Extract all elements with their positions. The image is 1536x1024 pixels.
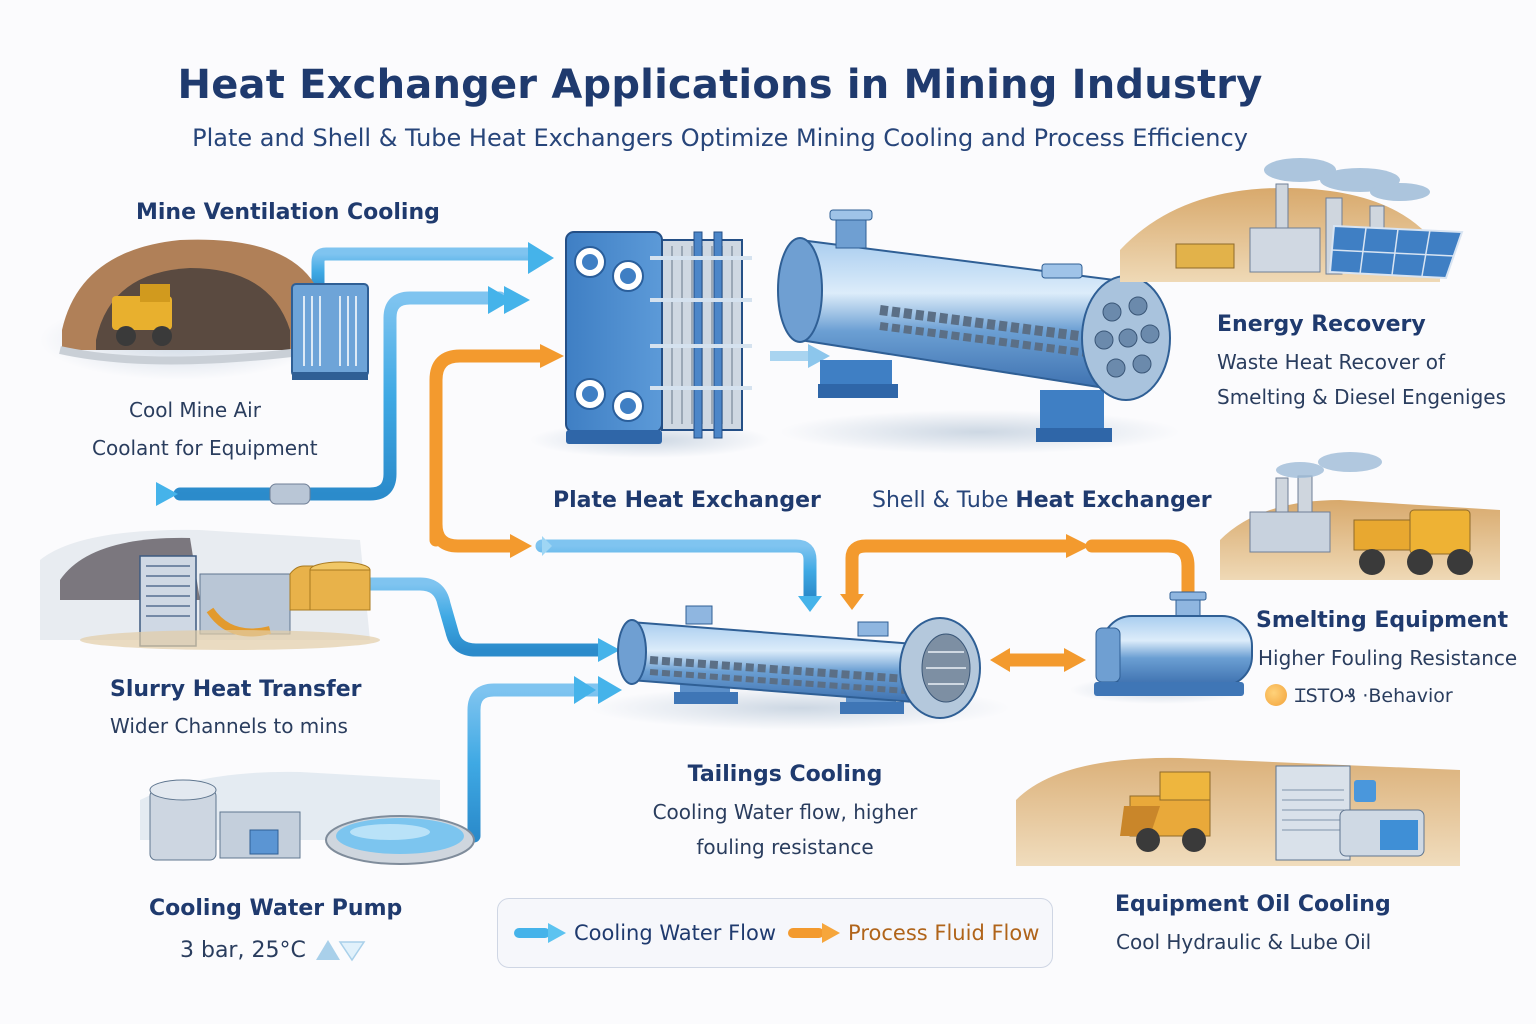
smelting-small-exchanger: [1070, 591, 1253, 704]
mine-ventilation-line-1: Cool Mine Air: [129, 398, 261, 422]
process-fluid-arrowheads: [510, 344, 1090, 672]
plate-heat-exchanger: [530, 231, 770, 458]
slurry-line-1: Wider Channels to mins: [110, 714, 348, 738]
oil-cooling-scene: [1016, 757, 1460, 866]
legend-label-cooling-water: Cooling Water Flow: [574, 921, 777, 945]
smelting-plant-scene: [1220, 452, 1500, 580]
energy-recovery-scene: [1120, 158, 1464, 282]
legend-item-cooling-water: Cooling Water Flow: [512, 921, 776, 945]
legend-label-process-fluid: Process Fluid Flow: [848, 921, 1040, 945]
smelting-title: Smelting Equipment: [1256, 608, 1509, 633]
tailings-line-1: Cooling Water flow, higher: [652, 800, 918, 824]
tailings-shell-tube-exchanger: [590, 605, 1010, 730]
oil-cooling-title: Equipment Oil Cooling: [1115, 892, 1391, 917]
slurry-plant-scene: [40, 529, 380, 650]
cooling-pump-scene: [140, 771, 475, 865]
coin-icon: [1265, 684, 1287, 706]
energy-recovery-line-2: Smelting & Diesel Engeniges: [1217, 385, 1506, 409]
orange-arrow-icon: [788, 923, 841, 943]
smelting-line-2: ꞮSTO₰ ·Behavior: [1295, 685, 1453, 707]
blue-arrow-icon: [514, 923, 566, 943]
cooling-water-arrowheads: [156, 242, 822, 704]
slurry-title: Slurry Heat Transfer: [110, 677, 362, 702]
shell-tube-heat-exchanger: [777, 209, 1180, 454]
tailings-title: Tailings Cooling: [687, 762, 883, 787]
pipe-coupling: [269, 483, 311, 505]
cooling-water-pipes: [64, 247, 817, 843]
page-subtitle: Plate and Shell & Tube Heat Exchangers O…: [192, 124, 1248, 152]
oil-cooling-line-1: Cool Hydraulic & Lube Oil: [1116, 930, 1372, 954]
plate-hx-label: Plate Heat Exchanger: [553, 488, 821, 513]
smelting-behavior-row: ꞮSTO₰ ·Behavior: [1265, 682, 1453, 708]
pump-title: Cooling Water Pump: [149, 896, 403, 921]
legend: Cooling Water Flow Process Fluid Flow: [497, 898, 1053, 968]
mine-ventilation-title: Mine Ventilation Cooling: [136, 200, 440, 225]
tailings-line-2: fouling resistance: [696, 835, 874, 859]
mine-tunnel-scene: [40, 239, 320, 380]
pump-spec-row: 3 bar, 25°C: [180, 936, 368, 964]
process-fluid-pipes: [429, 349, 1195, 667]
page-title: Heat Exchanger Applications in Mining In…: [177, 62, 1263, 108]
up-down-triangles-icon: [315, 940, 366, 962]
pump-spec: 3 bar, 25°C: [180, 937, 306, 963]
energy-recovery-title: Energy Recovery: [1217, 312, 1426, 337]
small-plate-exchanger: [291, 283, 369, 380]
shell-tube-hx-label: Shell & Tube Heat Exchanger: [872, 488, 1212, 513]
shell-tube-hx-label-bold: Heat Exchanger: [1015, 488, 1212, 513]
energy-recovery-line-1: Waste Heat Recover of: [1217, 350, 1446, 374]
shell-tube-hx-label-light: Shell & Tube: [872, 488, 1016, 513]
smelting-line-1: Higher Fouling Resistance: [1258, 646, 1518, 670]
mine-ventilation-line-2: Coolant for Equipment: [92, 436, 318, 460]
legend-item-process-fluid: Process Fluid Flow: [786, 921, 1039, 945]
